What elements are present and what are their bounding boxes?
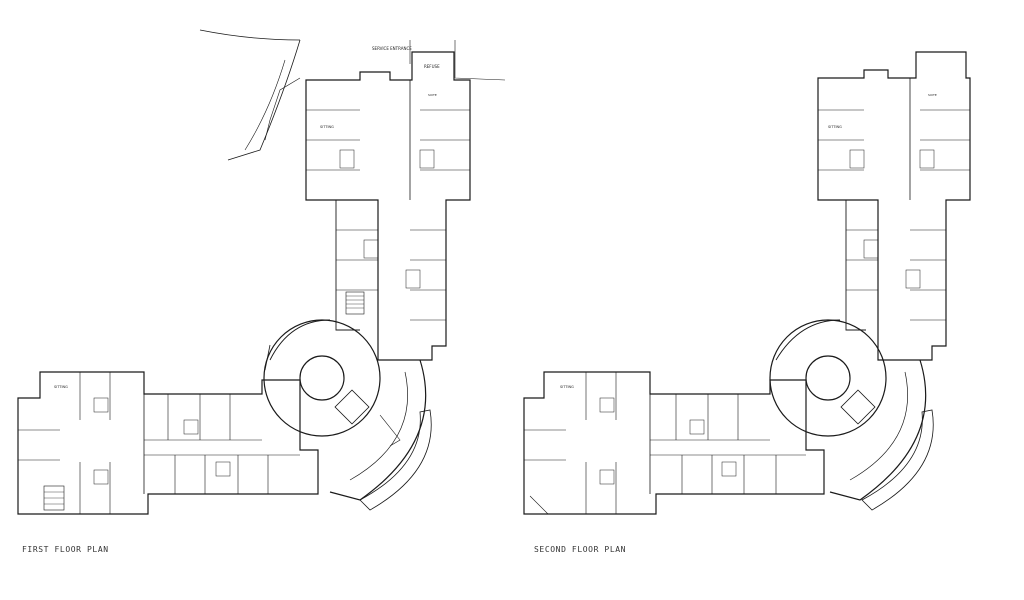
- rotunda-outer: [263, 319, 381, 437]
- first-floor-plan: [17, 29, 506, 515]
- rotunda-inner-2: [805, 355, 851, 401]
- sitting-label-west: SITTING: [54, 385, 68, 389]
- site-path-1: [264, 77, 301, 141]
- rotunda-outer-2: [769, 319, 887, 437]
- service-entrance-label: SERVICE ENTRANCE: [372, 46, 412, 51]
- site-path-2: [409, 40, 506, 81]
- site-road-curve-outer: [199, 29, 301, 41]
- north-wing-outline-2: [817, 51, 971, 361]
- west-wing-outline-2: [523, 371, 825, 515]
- refuse-label: REFUSE: [424, 64, 440, 69]
- sitting-label-north: SITTING: [320, 125, 334, 129]
- rotunda-inner: [299, 355, 345, 401]
- second-floor-caption: SECOND FLOOR PLAN: [534, 545, 627, 554]
- north-wing-outline: [305, 51, 471, 361]
- lounge-canopy: [359, 409, 432, 511]
- site-road-curve-2: [244, 59, 286, 151]
- lounge-curve-inner: [349, 371, 408, 481]
- lounge-curve-outer: [329, 359, 427, 501]
- suite-label-2: SUITE: [928, 93, 937, 97]
- first-floor-caption: FIRST FLOOR PLAN: [22, 545, 109, 554]
- sitting-label-west-2: SITTING: [560, 385, 574, 389]
- suite-label: SUITE: [428, 93, 437, 97]
- rotunda-arc: [269, 319, 331, 361]
- sitting-label-north-2: SITTING: [828, 125, 842, 129]
- west-wing-outline: [17, 371, 319, 515]
- second-floor-plan: [523, 51, 971, 515]
- site-road-curve-1: [227, 39, 301, 161]
